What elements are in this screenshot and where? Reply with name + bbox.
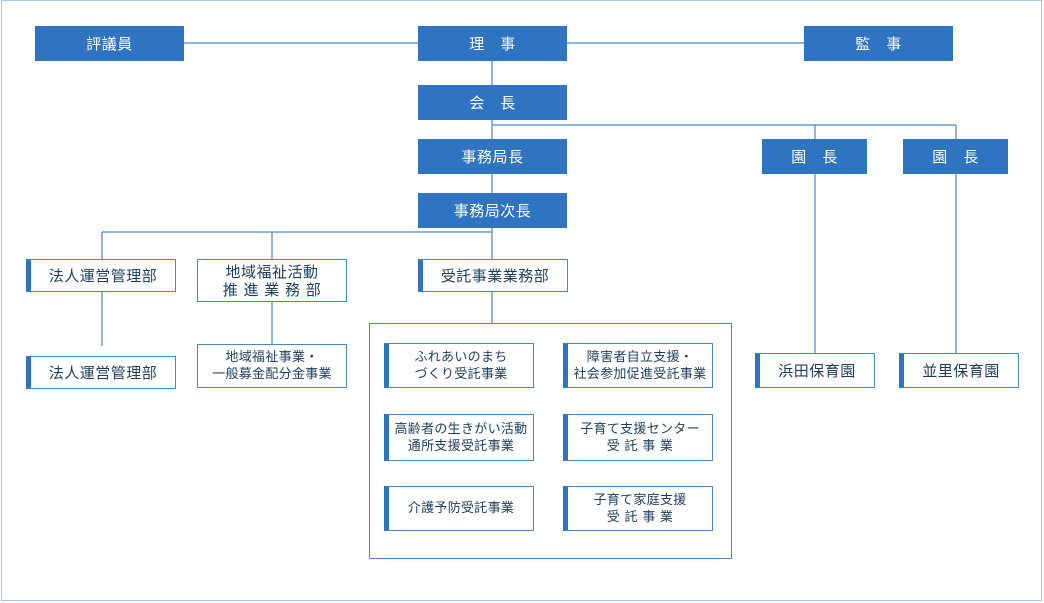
directors-box: 理 事 [418, 26, 567, 61]
contract-dept-box: 受託事業業務部 [418, 259, 568, 292]
principal-box-a: 園 長 [762, 139, 867, 174]
contract-project-item: 子育て家庭支援 受 託 事 業 [563, 486, 713, 531]
nursery-namisato-box: 並里保育園 [899, 353, 1019, 388]
corp-section-box: 法人運営管理部 [26, 356, 176, 389]
nursery-hamada-box: 浜田保育園 [755, 353, 875, 388]
secretary-general-box: 事務局長 [418, 139, 567, 174]
chairman-box: 会 長 [418, 85, 567, 120]
principal-box-b: 園 長 [903, 139, 1008, 174]
community-section-box: 地域福祉事業・ 一般募金配分金事業 [197, 344, 347, 388]
contract-project-item: 障害者自立支援・ 社会参加促進受託事業 [563, 343, 713, 388]
corp-dept-box: 法人運営管理部 [26, 259, 176, 292]
deputy-secretary-general-box: 事務局次長 [418, 193, 567, 228]
contract-project-item: ふれあいのまち づくり受託事業 [384, 343, 534, 388]
auditors-box: 監 事 [804, 26, 953, 61]
contract-project-item: 介護予防受託事業 [384, 486, 534, 531]
councilors-box: 評議員 [35, 26, 184, 61]
community-dept-box: 地域福祉活動 推 進 業 務 部 [197, 259, 347, 302]
contract-project-item: 高齢者の生きがい活動 通所支援受託事業 [384, 414, 534, 461]
contract-project-item: 子育て支援センター 受 託 事 業 [563, 414, 713, 461]
